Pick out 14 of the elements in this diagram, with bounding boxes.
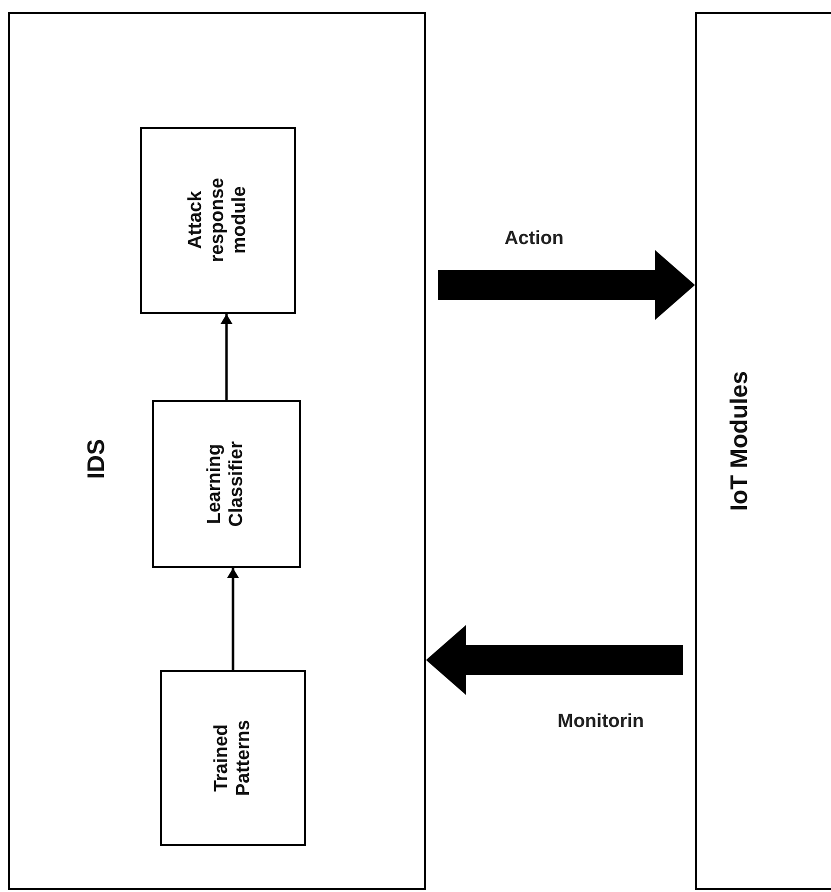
container-box [8, 12, 426, 890]
node-label: IDS [83, 438, 111, 482]
node-label: Learning Classifier [204, 440, 248, 528]
process-box [140, 126, 296, 314]
process-box [160, 670, 306, 846]
node-label: Attack response module [184, 176, 250, 264]
arrow [227, 568, 239, 670]
node-label: IoT Modules [726, 370, 754, 513]
arrow [220, 314, 232, 400]
process-box [152, 400, 300, 568]
block-arrow [426, 625, 683, 695]
container-box [695, 12, 831, 890]
node-label: Trained Patterns [210, 718, 254, 798]
block-arrow [438, 250, 695, 320]
